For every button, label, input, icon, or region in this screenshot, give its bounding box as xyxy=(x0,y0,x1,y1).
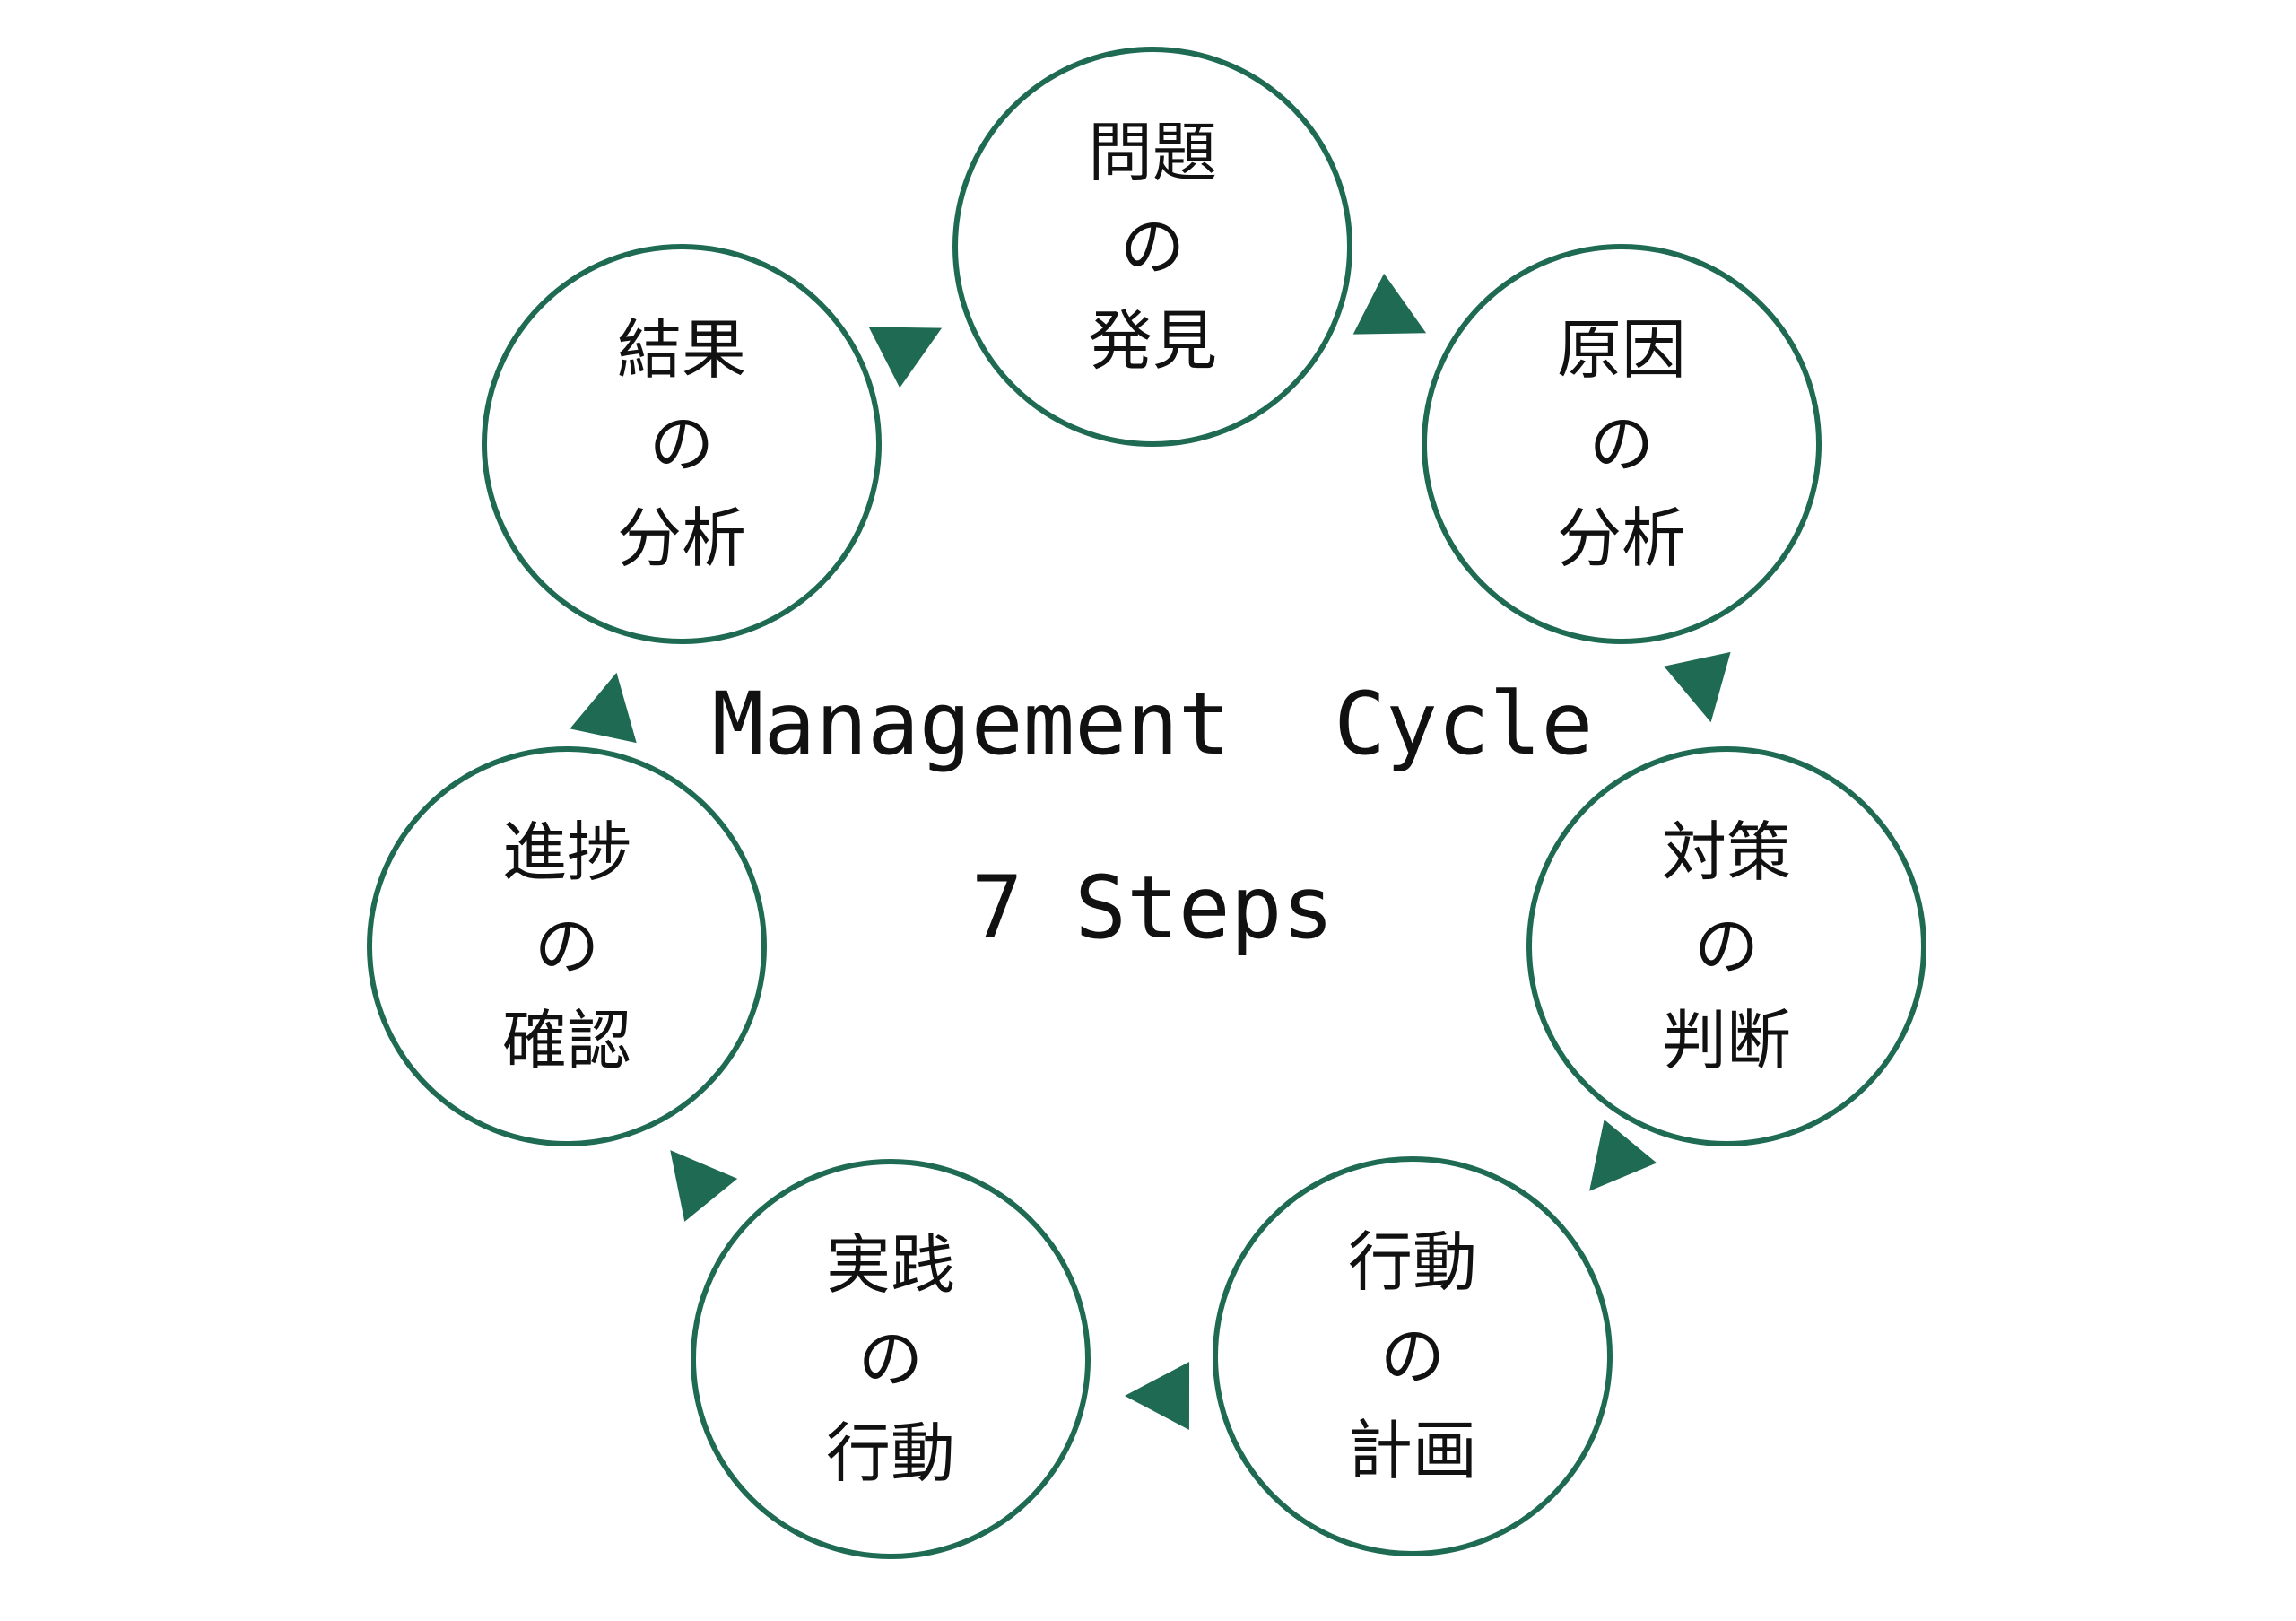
arrow-plan-to-practice-icon xyxy=(1125,1362,1190,1431)
step-label-line: の xyxy=(1120,209,1185,284)
step-label-line: の xyxy=(535,909,599,984)
step-label-line: 行動 xyxy=(1348,1224,1477,1300)
arrow-results-to-discovery-icon xyxy=(868,327,943,388)
step-label-line: の xyxy=(1694,909,1759,984)
diagram-title: Management Cycle xyxy=(712,674,1594,774)
step-circle xyxy=(367,746,767,1146)
arrow-discovery-to-cause-icon xyxy=(1352,273,1427,335)
step-circle xyxy=(1422,244,1822,644)
step-label-line: の xyxy=(858,1321,923,1397)
step-circle xyxy=(482,244,882,644)
step-label-line: の xyxy=(649,406,714,482)
step-circle xyxy=(1213,1156,1613,1556)
step-label-line: 計画 xyxy=(1348,1413,1477,1488)
step-circle xyxy=(1526,746,1926,1146)
step-label-line: 分析 xyxy=(1557,501,1686,576)
step-label-line: 実践 xyxy=(826,1227,955,1303)
step-circle xyxy=(691,1159,1091,1559)
step-label-line: 発見 xyxy=(1088,303,1217,379)
step-label-line: の xyxy=(1589,406,1654,482)
step-label-line: 判断 xyxy=(1662,1003,1791,1078)
step-label-line: 結果 xyxy=(617,312,746,388)
arrow-countermeasure-to-plan-icon xyxy=(1589,1120,1657,1191)
diagram-subtitle: 7 Steps xyxy=(971,858,1335,958)
arrow-cause-to-countermeasure-icon xyxy=(1664,651,1731,723)
step-label-line: 分析 xyxy=(617,501,746,576)
step-circle xyxy=(952,47,1352,447)
step-label-line: 進捗 xyxy=(502,815,631,890)
step-label-line: 原因 xyxy=(1557,312,1686,388)
step-label-line: 対策 xyxy=(1662,815,1791,890)
step-label-line: 問題 xyxy=(1088,115,1217,190)
step-label-line: 行動 xyxy=(826,1416,955,1491)
arrow-practice-to-progress-icon xyxy=(670,1150,738,1222)
step-label-line: の xyxy=(1380,1319,1445,1394)
arrow-progress-to-results-icon xyxy=(570,672,637,744)
step-label-line: 確認 xyxy=(502,1003,631,1078)
